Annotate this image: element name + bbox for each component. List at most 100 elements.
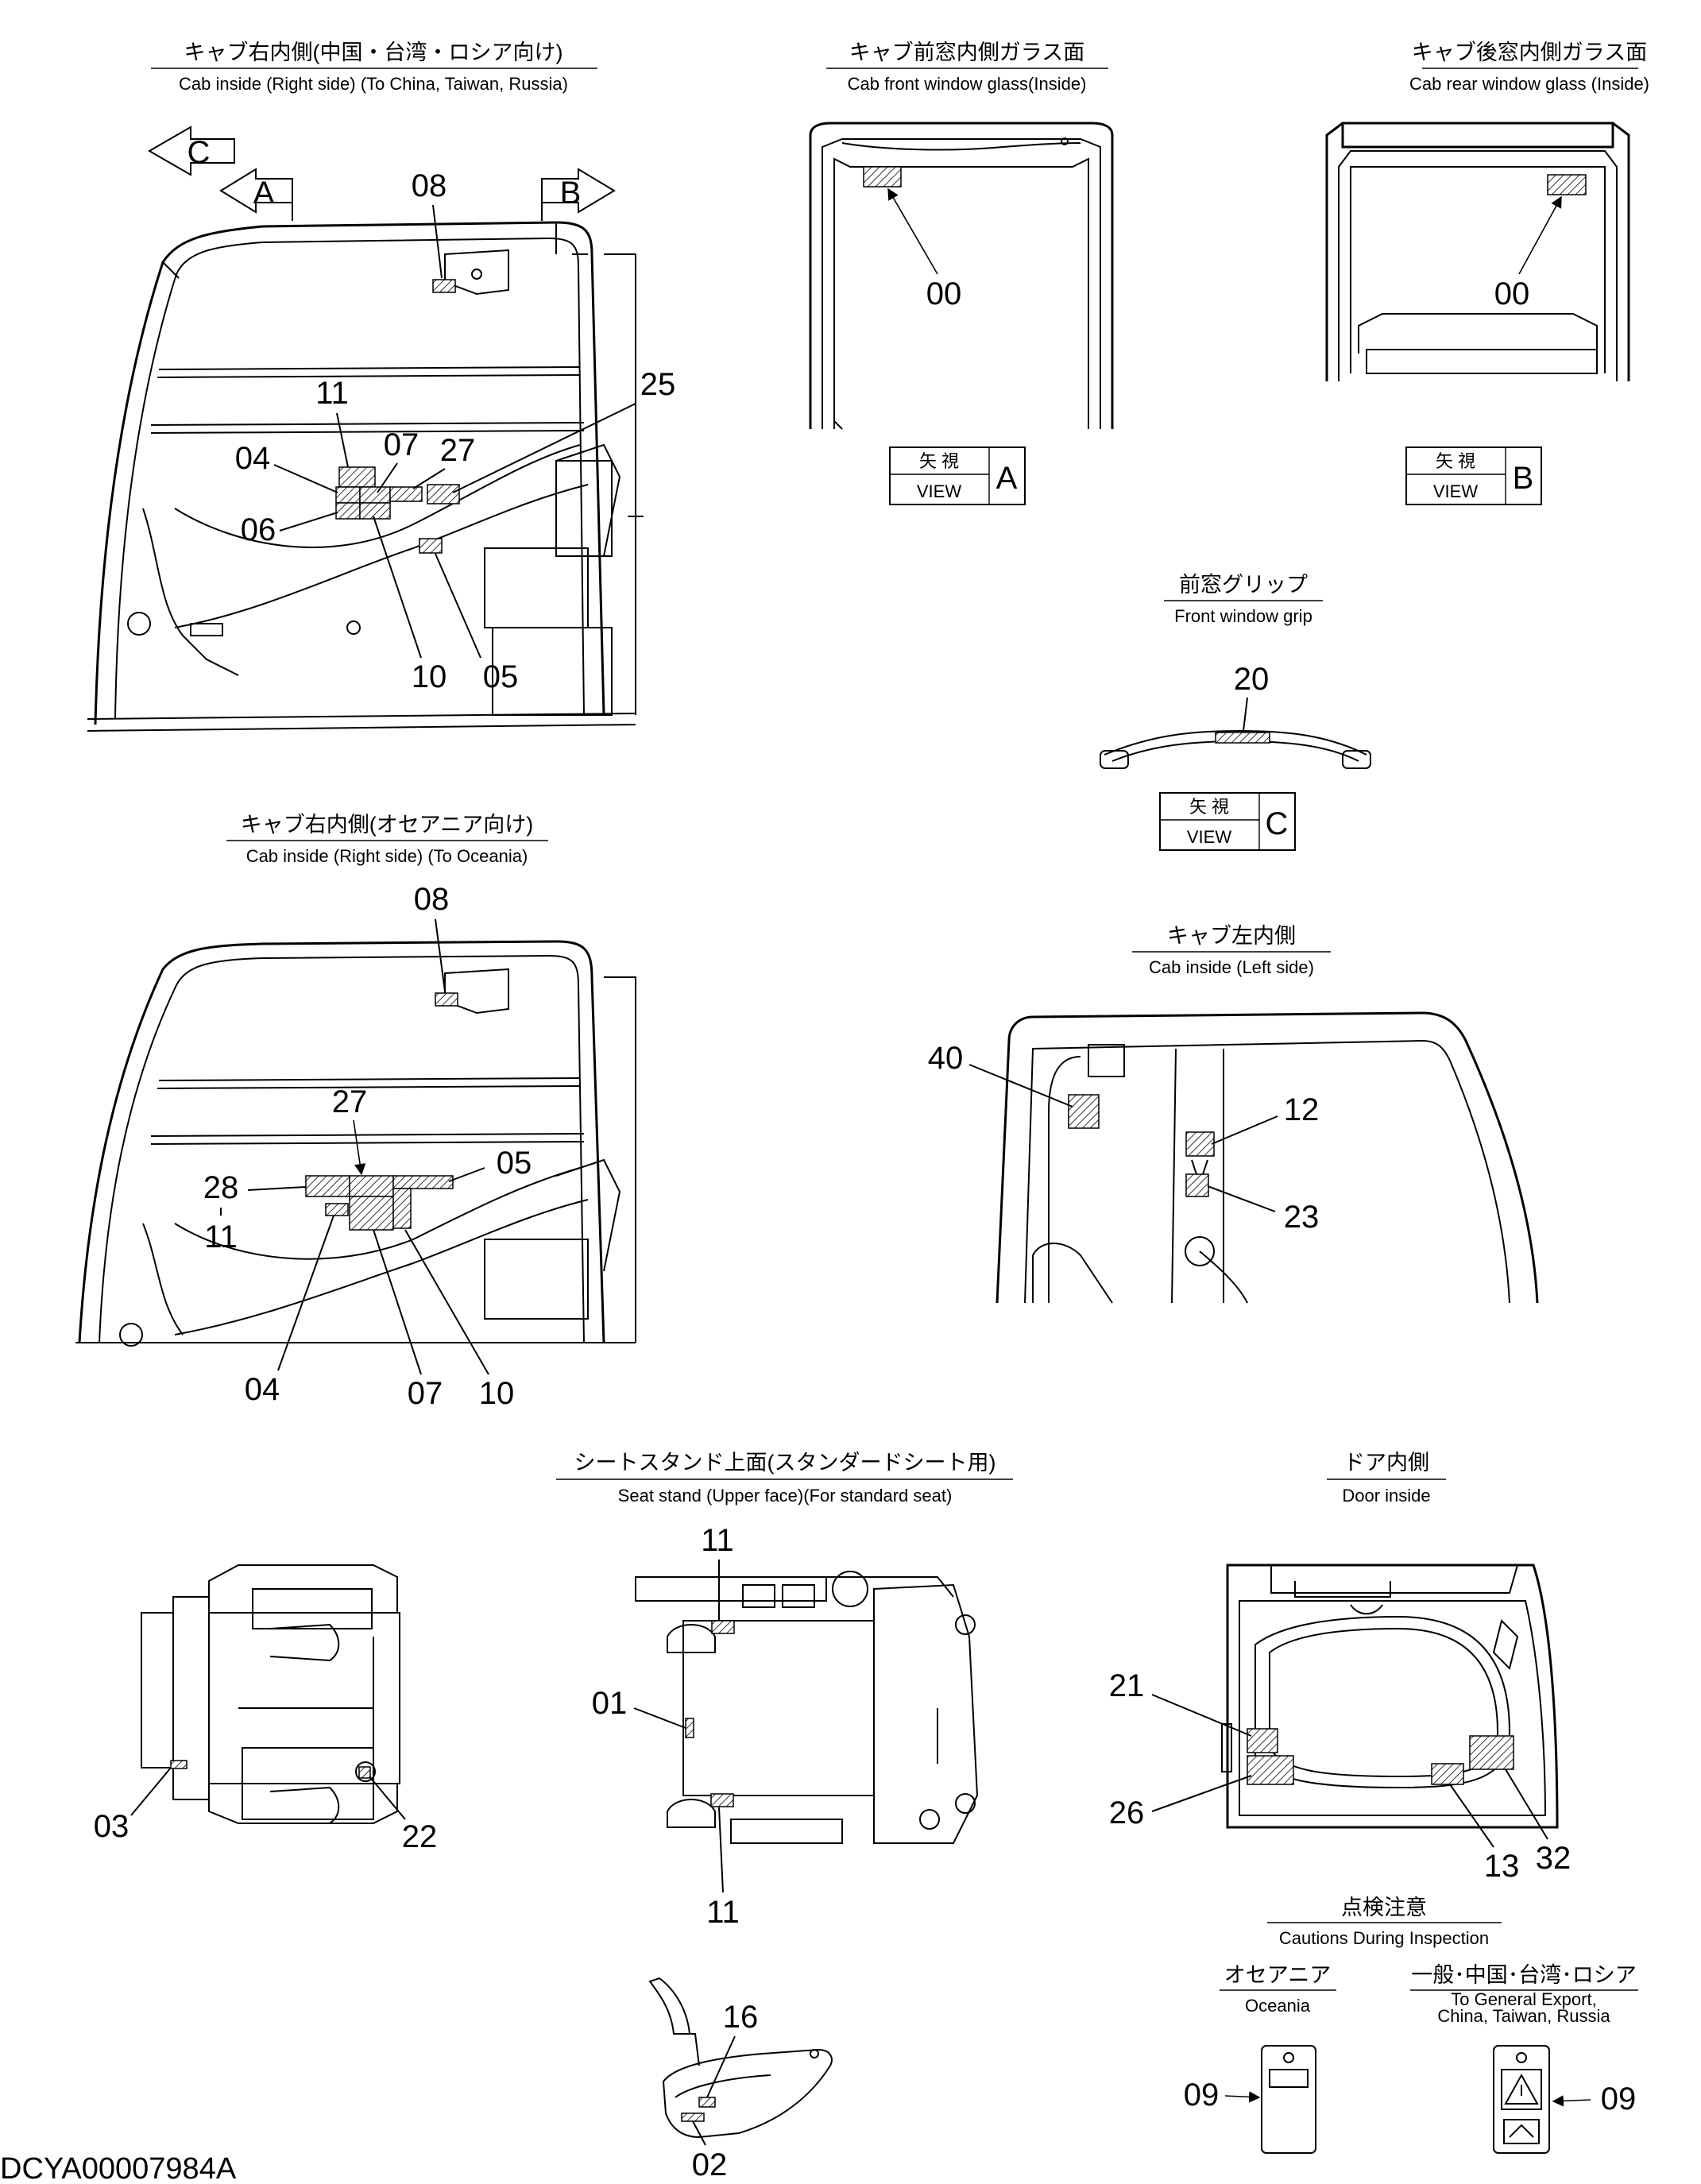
view-title-jp: キャブ後窓内側ガラス面	[1412, 41, 1647, 64]
label-07	[349, 1196, 394, 1231]
label-06	[335, 502, 361, 520]
callout-10: 10	[412, 659, 447, 694]
label-02	[681, 2112, 705, 2122]
label-32	[1469, 1735, 1514, 1770]
cab-frame-drawing	[995, 1011, 1539, 1304]
callout-11: 11	[204, 1220, 238, 1254]
general-title-en-2: China, Taiwan, Russia	[1437, 2006, 1610, 2026]
seat-stand-drawing	[635, 1571, 979, 1844]
view-cab-right-china: キャブ右内側(中国・台湾・ロシア向け) Cab inside (Right si…	[87, 41, 676, 732]
callout-00: 00	[1494, 276, 1530, 311]
callout-12: 12	[1284, 1092, 1320, 1127]
cab-frame-drawing	[75, 940, 636, 1347]
svg-text:B: B	[560, 176, 582, 211]
view-title-en: Door inside	[1342, 1486, 1430, 1506]
view-console: 03 22	[94, 1564, 438, 1854]
callout-09-general: 09	[1601, 2082, 1637, 2116]
label-40	[1068, 1094, 1100, 1129]
callout-26: 26	[1109, 1796, 1145, 1830]
general-title-en-1: To General Export,	[1451, 1989, 1596, 2009]
view-box-a: 矢 視 VIEW A	[889, 446, 1026, 505]
svg-text:VIEW: VIEW	[1433, 481, 1478, 501]
label-00	[1547, 174, 1587, 195]
oceania-tag-drawing	[1261, 2045, 1316, 2154]
callout-11-top: 11	[701, 1523, 734, 1558]
label-05	[392, 1175, 454, 1189]
callout-00: 00	[926, 276, 962, 311]
callout-09-oceania: 09	[1184, 2078, 1220, 2112]
label-12	[1185, 1131, 1215, 1157]
direction-arrow-b: B	[541, 168, 616, 221]
view-title-en: Cab inside (Right side) (To China, Taiwa…	[179, 74, 568, 94]
view-title-jp: キャブ右内側(中国・台湾・ロシア向け)	[184, 41, 563, 64]
view-title-en: Cab rear window glass (Inside)	[1409, 74, 1649, 94]
label-28	[305, 1175, 350, 1197]
callout-13: 13	[1484, 1849, 1520, 1884]
callout-03: 03	[94, 1809, 130, 1844]
cab-frame-drawing	[87, 221, 644, 732]
drawing-code: DCYA00007984A	[0, 2152, 237, 2184]
window-frame-drawing	[1325, 122, 1630, 381]
callout-25: 25	[640, 367, 676, 402]
view-title-jp: キャブ左内側	[1167, 924, 1296, 948]
view-cab-right-oceania: キャブ右内側(オセアニア向け) Cab inside (Right side) …	[75, 813, 636, 1411]
console-drawing	[141, 1564, 400, 1824]
view-joystick: 16 02	[648, 1977, 833, 2182]
label-10	[392, 1188, 412, 1229]
label-27	[389, 486, 423, 502]
callout-07: 07	[408, 1376, 443, 1411]
label-07b	[359, 502, 391, 520]
callout-27: 27	[440, 433, 476, 468]
label-05	[419, 538, 443, 554]
callout-22: 22	[402, 1819, 438, 1854]
callout-16: 16	[723, 2000, 759, 2035]
svg-text:A: A	[253, 176, 275, 211]
view-cab-front-window: キャブ前窓内側ガラス面 Cab front window glass(Insid…	[809, 41, 1114, 505]
callout-05: 05	[497, 1146, 532, 1181]
svg-text:VIEW: VIEW	[1187, 827, 1231, 847]
callout-23: 23	[1284, 1200, 1320, 1235]
svg-text:C: C	[1266, 806, 1289, 841]
callout-08: 08	[412, 168, 447, 203]
callout-10: 10	[479, 1376, 515, 1411]
view-title-en: Front window grip	[1174, 606, 1312, 626]
direction-arrow-a: A	[219, 168, 293, 221]
callout-04: 04	[235, 441, 271, 476]
label-11	[338, 466, 376, 488]
callout-40: 40	[928, 1041, 964, 1076]
window-frame-drawing	[809, 122, 1114, 430]
svg-text:矢 視: 矢 視	[1189, 797, 1229, 817]
label-03	[170, 1760, 187, 1769]
callout-11-bottom: 11	[706, 1895, 740, 1930]
label-25	[427, 484, 460, 504]
view-title-en: Cautions During Inspection	[1279, 1928, 1489, 1948]
view-title-jp: シートスタンド上面(スタンダードシート用)	[574, 1451, 996, 1475]
svg-text:C: C	[187, 135, 211, 170]
callout-11: 11	[315, 376, 349, 411]
view-title-en: Cab inside (Right side) (To Oceania)	[246, 846, 528, 866]
view-cautions: 点検注意 Cautions During Inspection オセアニア Oc…	[1184, 1896, 1638, 2154]
label-01	[685, 1718, 694, 1738]
label-08	[435, 992, 458, 1007]
label-13	[1431, 1763, 1464, 1785]
view-cab-left: キャブ左内側 Cab inside (Left side) 40 12 23	[928, 924, 1539, 1304]
label-07a	[359, 486, 391, 504]
view-box-b: 矢 視 VIEW B	[1405, 446, 1542, 505]
view-box-c: 矢 視 VIEW C	[1159, 792, 1296, 851]
label-23	[1185, 1173, 1209, 1197]
label-21	[1247, 1728, 1278, 1753]
callout-05: 05	[483, 659, 519, 694]
svg-text:矢 視: 矢 視	[919, 451, 959, 471]
oceania-title-jp: オセアニア	[1224, 1963, 1331, 1987]
callout-20: 20	[1234, 662, 1270, 697]
callout-28: 28	[203, 1170, 239, 1205]
view-title-en: Cab front window glass(Inside)	[848, 74, 1087, 94]
label-00	[863, 166, 902, 187]
label-22	[358, 1766, 371, 1779]
callout-27: 27	[332, 1084, 368, 1119]
view-title-jp: 点検注意	[1341, 1896, 1427, 1919]
label-11a	[711, 1620, 735, 1634]
callout-01: 01	[592, 1686, 628, 1721]
label-16	[698, 2097, 716, 2108]
